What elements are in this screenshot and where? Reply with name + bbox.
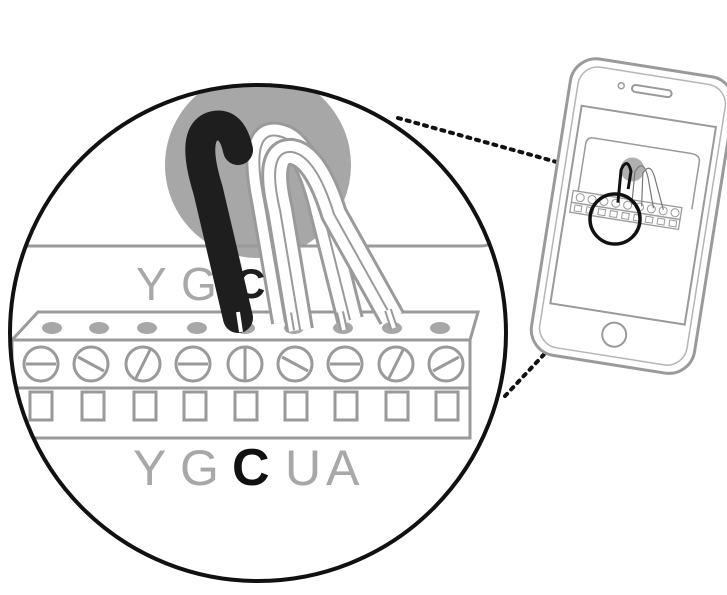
smartphone-icon: [529, 57, 727, 375]
upper-label-y: Y: [136, 258, 167, 310]
white-wires: [245, 121, 405, 333]
lower-label-y: Y: [133, 440, 166, 496]
screw-slots: [26, 348, 460, 380]
lower-label-g: G: [180, 440, 219, 496]
lower-label-a: A: [326, 440, 360, 496]
lower-label-u: U: [285, 440, 321, 496]
phone-magnifier-ring: [588, 192, 642, 246]
magnifier-circle: [8, 83, 508, 583]
terminal-slots: [28, 390, 460, 422]
c-wire-tag: C: [235, 260, 265, 307]
c-wire: C: [185, 110, 265, 333]
lower-label-c: C: [232, 439, 270, 497]
